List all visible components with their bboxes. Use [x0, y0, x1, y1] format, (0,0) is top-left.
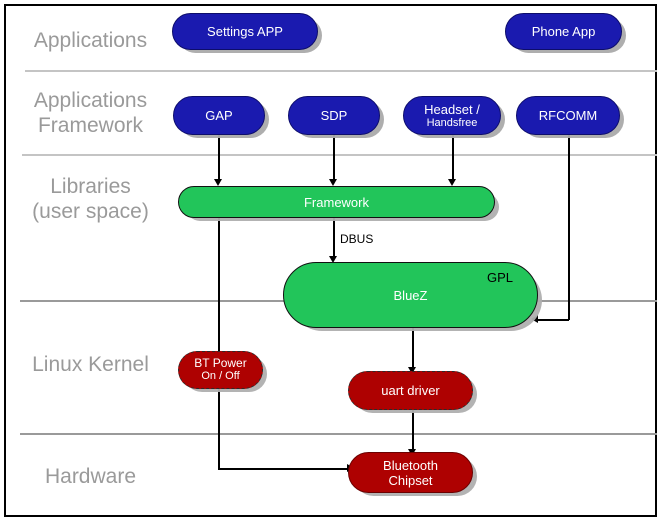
- edge-framework-to-bluez-arrow: [329, 256, 337, 263]
- edge-framework-to-chipset-hline: [218, 468, 348, 470]
- node-bt-power[interactable]: BT Power On / Off: [178, 351, 263, 389]
- layer-label-linux-kernel: Linux Kernel: [32, 353, 149, 376]
- layer-label-applications: Applications: [33, 29, 148, 52]
- layer-label-libraries: Libraries (user space): [32, 175, 149, 223]
- edge-rfcomm-to-bluez-arrow: [531, 315, 538, 323]
- node-phone-app-label: Phone App: [531, 24, 596, 39]
- edge-headset-to-framework-arrow: [448, 179, 456, 186]
- node-sdp-label: SDP: [320, 108, 348, 123]
- node-headset-handsfree-label: Headset /: [424, 101, 480, 117]
- edge-sdp-to-framework-line: [333, 135, 335, 180]
- edge-gap-to-framework-line: [218, 135, 220, 180]
- edge-framework-to-chipset-vline: [218, 217, 220, 469]
- node-rfcomm-label: RFCOMM: [538, 108, 598, 123]
- node-gap[interactable]: GAP: [173, 96, 265, 135]
- edge-rfcomm-to-bluez-hline: [538, 319, 569, 321]
- edge-gap-to-framework-arrow: [214, 179, 222, 186]
- node-headset-handsfree[interactable]: Headset / Handsfree: [403, 96, 501, 135]
- node-bt-power-label: BT Power: [194, 356, 247, 370]
- node-bluez[interactable]: GPL BlueZ: [283, 262, 538, 328]
- node-uart-driver-label: uart driver: [381, 383, 440, 398]
- diagram-frame: [4, 4, 657, 517]
- node-framework-label: Framework: [303, 194, 369, 210]
- layer-label-hardware: Hardware: [44, 465, 137, 488]
- divider-applications-framework: [22, 154, 657, 156]
- edge-headset-to-framework-line: [452, 135, 454, 180]
- node-settings-app-label: Settings APP: [207, 24, 283, 39]
- divider-linux-kernel: [20, 433, 657, 435]
- edge-uart-to-chipset-line: [412, 410, 414, 452]
- node-bt-power-sublabel: On / Off: [201, 370, 240, 382]
- divider-applications: [25, 70, 657, 72]
- node-bluez-license-badge: GPL: [486, 270, 513, 285]
- node-bluetooth-chipset[interactable]: Bluetooth Chipset: [348, 452, 473, 493]
- node-headset-handsfree-sublabel: Handsfree: [426, 116, 478, 129]
- node-settings-app[interactable]: Settings APP: [172, 13, 318, 50]
- node-phone-app[interactable]: Phone App: [505, 13, 622, 50]
- node-sdp[interactable]: SDP: [288, 96, 380, 135]
- edge-sdp-to-framework-arrow: [329, 179, 337, 186]
- edge-rfcomm-to-bluez-vline: [568, 135, 570, 320]
- edge-framework-to-bluez-line: [333, 217, 335, 259]
- node-gap-label: GAP: [205, 108, 233, 123]
- layer-label-applications-framework: Applications Framework: [33, 89, 148, 137]
- node-rfcomm[interactable]: RFCOMM: [516, 96, 620, 135]
- edge-label-dbus: DBUS: [340, 232, 374, 246]
- node-bluetooth-chipset-label: Bluetooth: [383, 457, 438, 473]
- node-bluez-label: BlueZ: [393, 287, 428, 303]
- node-uart-driver[interactable]: uart driver: [348, 371, 473, 410]
- node-framework[interactable]: Framework: [178, 186, 495, 218]
- edge-bluez-to-uart-line: [412, 328, 414, 370]
- node-bluetooth-chipset-sublabel: Chipset: [388, 472, 433, 488]
